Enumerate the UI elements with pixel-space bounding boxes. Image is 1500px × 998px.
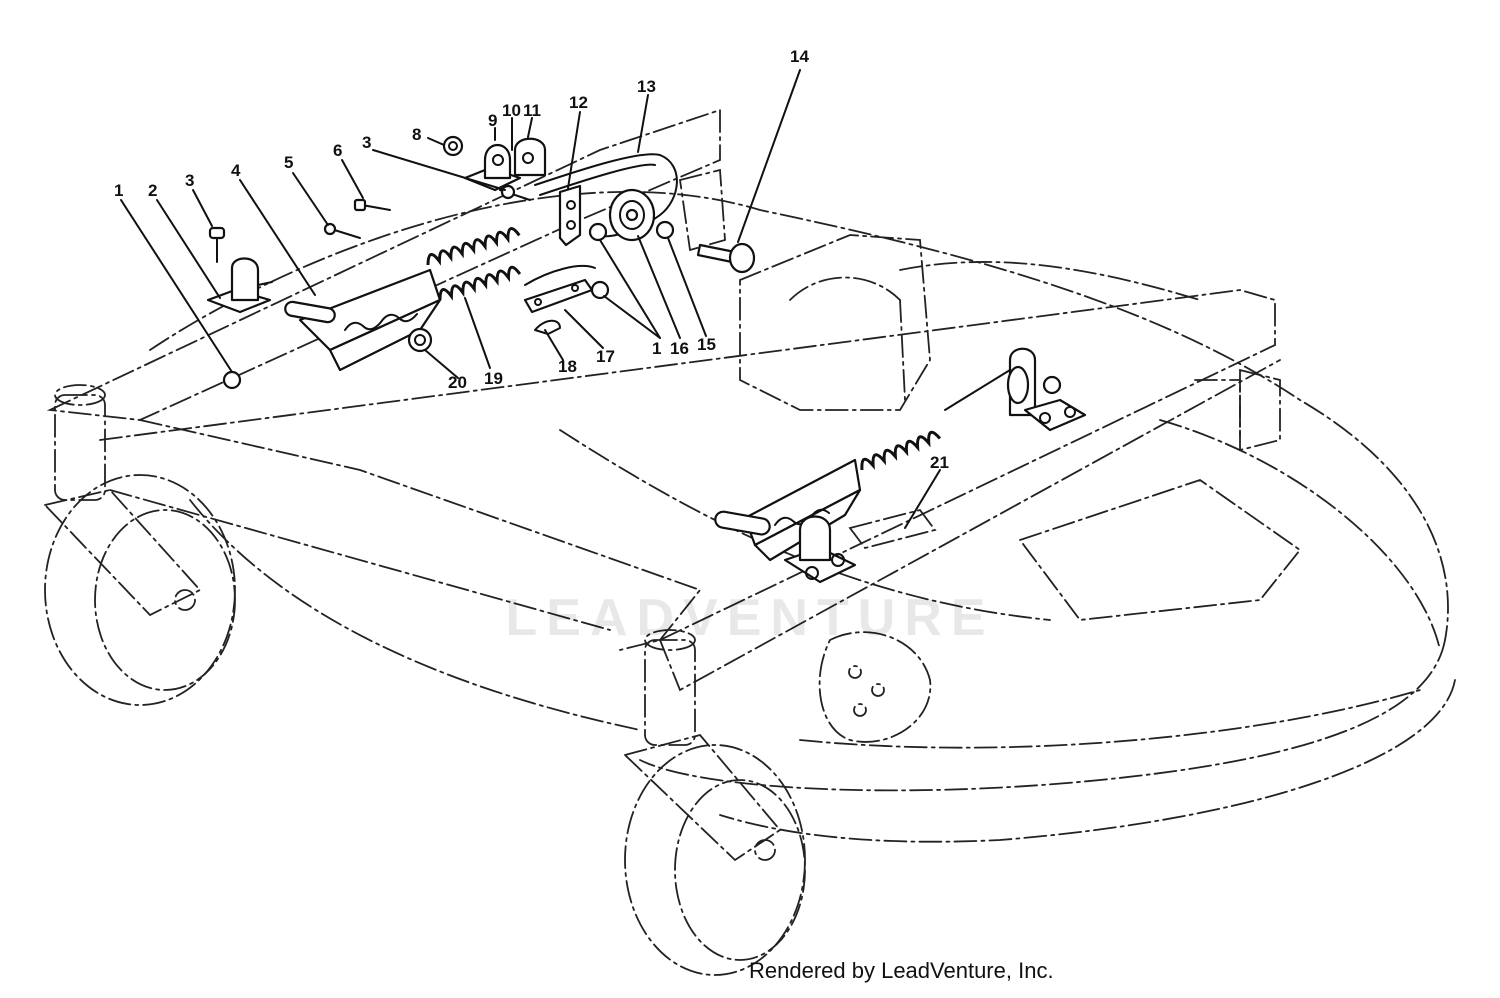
right-pulley-housing (818, 479, 1302, 743)
extension-spring-19 (438, 265, 522, 301)
callout-1: 1 (114, 181, 123, 200)
callouts: 1 2 3 4 5 6 3 8 9 10 11 12 13 14 15 16 1… (114, 47, 949, 472)
callout-6: 6 (333, 141, 342, 160)
callout-17: 17 (596, 347, 615, 366)
part-17-link (523, 264, 596, 314)
part-16-pulley (608, 188, 656, 242)
part-14-bolt (696, 242, 756, 274)
callout-20: 20 (448, 373, 467, 392)
callout-2: 2 (148, 181, 157, 200)
left-caster-wheel (43, 384, 236, 706)
part-5-pin (323, 222, 361, 239)
front-caster-wheel (623, 629, 806, 976)
callout-14: 14 (790, 47, 809, 66)
leader-lines (120, 69, 941, 529)
part-12-plate (558, 184, 582, 247)
watermark-text: LEADVENTURE (505, 589, 995, 647)
callout-4: 4 (231, 161, 241, 180)
deck-frame (46, 108, 1281, 692)
callout-13: 13 (637, 77, 656, 96)
extension-spring-upper (426, 227, 521, 266)
part-9-bracket (463, 144, 522, 192)
credit-text: Rendered by LeadVenture, Inc. (749, 958, 1054, 983)
part-13-belt (534, 153, 678, 238)
callout-3-b: 3 (362, 133, 371, 152)
callout-11: 11 (523, 101, 541, 120)
right-extension-spring (860, 369, 1011, 471)
part-3-bolt-b (499, 184, 531, 201)
callout-19: 19 (484, 369, 503, 388)
part-1-nut (222, 370, 242, 390)
right-bracket-assembly (714, 458, 862, 584)
callout-3: 3 (185, 171, 194, 190)
callout-9: 9 (488, 111, 497, 130)
callout-16: 16 (670, 339, 689, 358)
callout-10: 10 (502, 101, 521, 120)
callout-18: 18 (558, 357, 577, 376)
part-18-clip (534, 319, 561, 335)
part-20-nut (407, 327, 433, 353)
part-8-nut (442, 135, 464, 157)
cable-pulley-bracket (1006, 347, 1087, 432)
part-11-arm (513, 137, 547, 177)
part-2-bracket (206, 257, 273, 314)
part-21-decal (848, 508, 937, 550)
spindle-housing (739, 234, 931, 411)
part-3-bolt (208, 226, 226, 263)
callout-8: 8 (412, 125, 421, 144)
callout-5: 5 (284, 153, 293, 172)
callout-15: 15 (697, 335, 716, 354)
part-15-spacer (655, 220, 675, 240)
callout-1-b: 1 (652, 339, 661, 358)
part-6-bolt (353, 198, 391, 212)
part-1-nut-b (588, 222, 610, 300)
callout-12: 12 (569, 93, 588, 112)
callout-21: 21 (930, 453, 949, 472)
